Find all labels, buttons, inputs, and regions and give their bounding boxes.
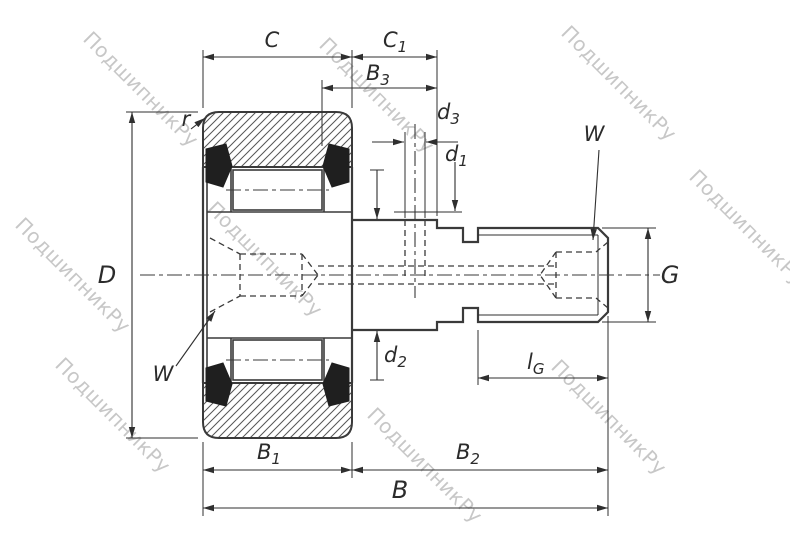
- dim-label-D: D: [98, 261, 116, 289]
- watermark: ПодшипникРу: [78, 27, 203, 152]
- leader-r: [190, 117, 206, 130]
- seal-bottom-right: [322, 362, 350, 407]
- watermark: ПодшипникРу: [202, 197, 327, 322]
- hex-socket-left-cone: [209, 295, 241, 313]
- leader-w-right: [590, 149, 600, 241]
- witness-lines: [126, 50, 656, 516]
- dim-label-B1: B1: [257, 440, 281, 468]
- watermark: ПодшипникРу: [556, 21, 681, 146]
- seal-top-left: [205, 143, 233, 188]
- watermark: ПодшипникРу: [362, 403, 487, 528]
- dim-label-d2: d2: [384, 343, 407, 371]
- dim-label-C: C: [265, 28, 280, 52]
- seals: [205, 143, 350, 407]
- center-lines: [140, 124, 660, 298]
- dim-label-W-left: W: [153, 362, 175, 386]
- hex-socket-right-point: [539, 274, 557, 299]
- hex-socket-right-point: [539, 251, 557, 276]
- dim-label-d1: d1: [445, 142, 468, 170]
- dimension-lines: [128, 53, 652, 512]
- outer-ring: [201, 111, 354, 439]
- dim-label-W-right: W: [584, 122, 606, 146]
- outer-ring-section-top: [202, 111, 353, 168]
- dim-label-B: B: [392, 476, 408, 504]
- hex-socket-left-point: [301, 274, 319, 297]
- dim-label-lG: lG: [527, 350, 544, 378]
- hex-socket-left-point: [301, 253, 319, 276]
- outer-ring-section-bottom: [202, 382, 353, 439]
- dim-label-B2: B2: [456, 440, 480, 468]
- hex-socket-left-cone: [209, 237, 241, 255]
- seal-top-right: [322, 143, 350, 188]
- watermark: ПодшипникРу: [684, 165, 790, 290]
- dim-label-B3: B3: [366, 61, 390, 89]
- dim-label-r: r: [182, 107, 192, 131]
- dimension-labels: C C1 B3 d3 d1 W r D W d2 G lG B1 B2 B: [98, 28, 680, 504]
- leader-w-left: [175, 310, 216, 367]
- hex-socket-right-chamfer: [595, 241, 609, 253]
- watermark: ПодшипникРу: [10, 213, 135, 338]
- hex-socket-right-chamfer: [595, 297, 609, 309]
- seal-bottom-left: [205, 362, 233, 407]
- watermark: ПодшипникРу: [546, 355, 671, 480]
- dim-label-d3: d3: [437, 100, 460, 128]
- dim-label-C1: C1: [383, 28, 407, 56]
- dim-label-G: G: [661, 261, 680, 289]
